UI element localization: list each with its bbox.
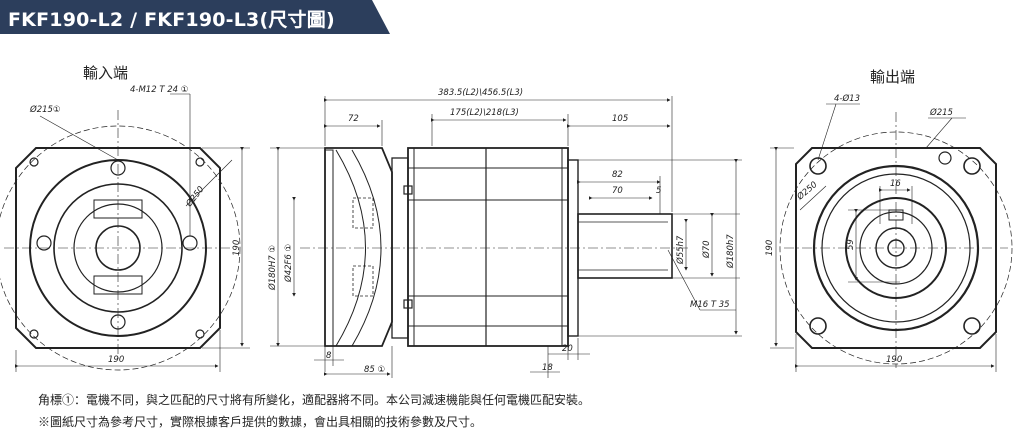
out-pilot-value: Ø180h7 <box>725 234 736 269</box>
thread-value: M16 T 35 <box>690 300 730 310</box>
shaft-dia-value: Ø55h7 <box>675 235 686 265</box>
output-flange-outline <box>795 147 997 349</box>
gear-housing <box>407 147 569 347</box>
technical-drawing: 輸入端 輸出端 4-M12 T 24 ① Ø215① Ø250 190 19 <box>0 64 1013 378</box>
input-bolt-hole-left <box>36 235 52 251</box>
output-flange-note: Ø250 <box>794 179 819 203</box>
input-pcd-note: Ø215① <box>29 104 61 115</box>
input-corner-hole <box>29 157 39 167</box>
output-extra-hole <box>938 151 952 165</box>
input-width-value: 190 <box>108 355 124 365</box>
dim-20-value: 20 <box>562 344 573 354</box>
output-bolt-hole <box>963 317 981 335</box>
flange-length-value: 72 <box>348 114 359 124</box>
output-bolt-hole <box>963 157 981 175</box>
shaft-length-value: 105 <box>612 114 628 124</box>
output-bolt-hole <box>809 317 827 335</box>
adapter-hidden-detail <box>352 265 374 297</box>
output-width-value: 190 <box>886 355 902 365</box>
output-holes-note: 4-Ø13 <box>834 93 860 104</box>
dim-70-value: 70 <box>612 186 623 196</box>
shaft-dia2-value: Ø70 <box>701 240 712 259</box>
title-bar-bg <box>0 0 390 34</box>
dim-82-value: 82 <box>612 170 623 180</box>
bore-dia-value: Ø180H7 ① <box>267 245 278 291</box>
title-bar: FKF190-L2 / FKF190-L3(尺寸圖) <box>0 0 390 34</box>
key-width-value: 16 <box>890 179 901 189</box>
dim-5-value: 5 <box>656 186 661 196</box>
input-corner-hole <box>195 329 205 339</box>
side-view <box>270 96 742 378</box>
overall-length-value: 383.5(L2)\456.5(L3) <box>438 88 523 98</box>
input-pcd-circle <box>0 125 241 371</box>
input-flange-outline <box>15 147 221 349</box>
input-corner-hole <box>29 329 39 339</box>
key-height-value: 59 <box>846 239 856 250</box>
title-bar-shape <box>0 0 390 34</box>
output-side-label: 輸出端 <box>870 68 915 86</box>
output-bolt-hole <box>809 157 827 175</box>
output-height-value: 190 <box>765 240 775 256</box>
thread-leader <box>667 249 701 311</box>
leader-line <box>39 115 119 161</box>
input-end-view <box>0 93 250 372</box>
dim-8-value: 8 <box>326 351 332 361</box>
output-shaft <box>577 213 673 279</box>
input-corner-hole <box>195 157 205 167</box>
leader-line <box>817 103 837 161</box>
body-length-value: 175(L2)\218(L3) <box>450 108 519 118</box>
input-bolt-note: 4-M12 T 24 ① <box>130 85 188 95</box>
leader-line <box>799 185 827 211</box>
input-side-label: 輸入端 <box>83 64 128 82</box>
adapter-hidden-detail <box>352 197 374 229</box>
pilot-dia-value: Ø42F6 ① <box>283 244 294 283</box>
output-pcd-note: Ø215 <box>929 107 953 118</box>
leader-line <box>185 159 233 207</box>
gear-housing-inner <box>413 147 563 347</box>
footnote-line-2: ※圖紙尺寸為參考尺寸，實際根據客戶提供的數據，會出具相關的技術參數及尺寸。 <box>38 415 483 429</box>
dim-18-value: 18 <box>542 363 553 373</box>
page-title: FKF190-L2 / FKF190-L3(尺寸圖) <box>8 9 335 31</box>
leader-line <box>925 117 953 149</box>
footnote-line-1: 角標①：電機不同，與之匹配的尺寸將有所變化，適配器將不同。本公司減速機能與任何電… <box>38 393 591 407</box>
dim-85-value: 85 ① <box>364 365 385 375</box>
adapter-flange <box>324 147 393 347</box>
input-height-value: 190 <box>232 240 242 256</box>
adapter-curve <box>335 149 366 347</box>
output-end-view <box>770 103 1013 372</box>
